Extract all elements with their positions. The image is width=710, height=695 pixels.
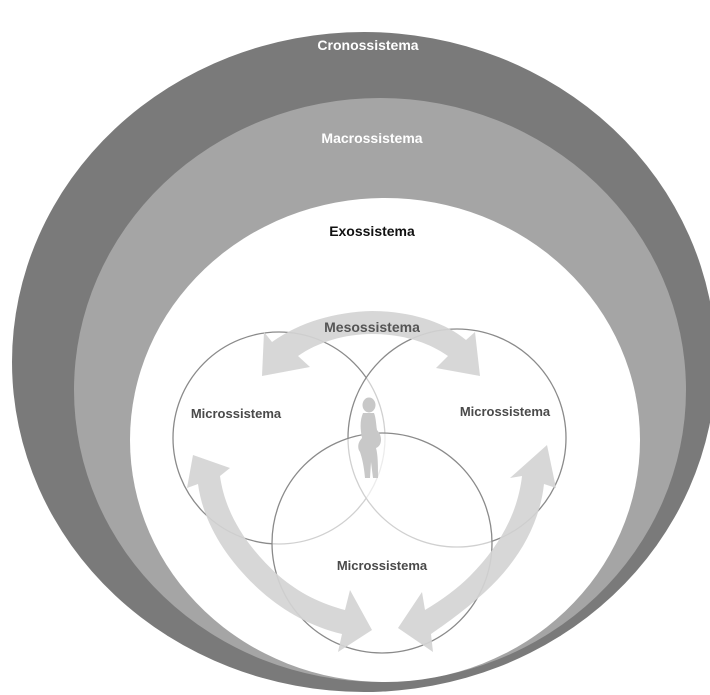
chronosystem-label: Cronossistema [317,37,418,53]
meso-arrow-top [262,311,480,376]
meso-arrow-right [398,445,556,652]
microsystem-label-left: Microssistema [191,406,282,421]
mesosystem-label: Mesossistema [324,319,420,335]
microsystem-circle-bottom [271,432,493,654]
exosystem-label: Exossistema [329,223,415,239]
microsystem-label-bottom: Microssistema [337,558,428,573]
pregnant-woman-silhouette-icon [358,397,382,478]
microsystem-label-right: Microssistema [460,404,551,419]
mesosystem-arrows [187,311,556,652]
meso-arrow-left [187,455,372,652]
macrosystem-label: Macrossistema [321,130,422,146]
